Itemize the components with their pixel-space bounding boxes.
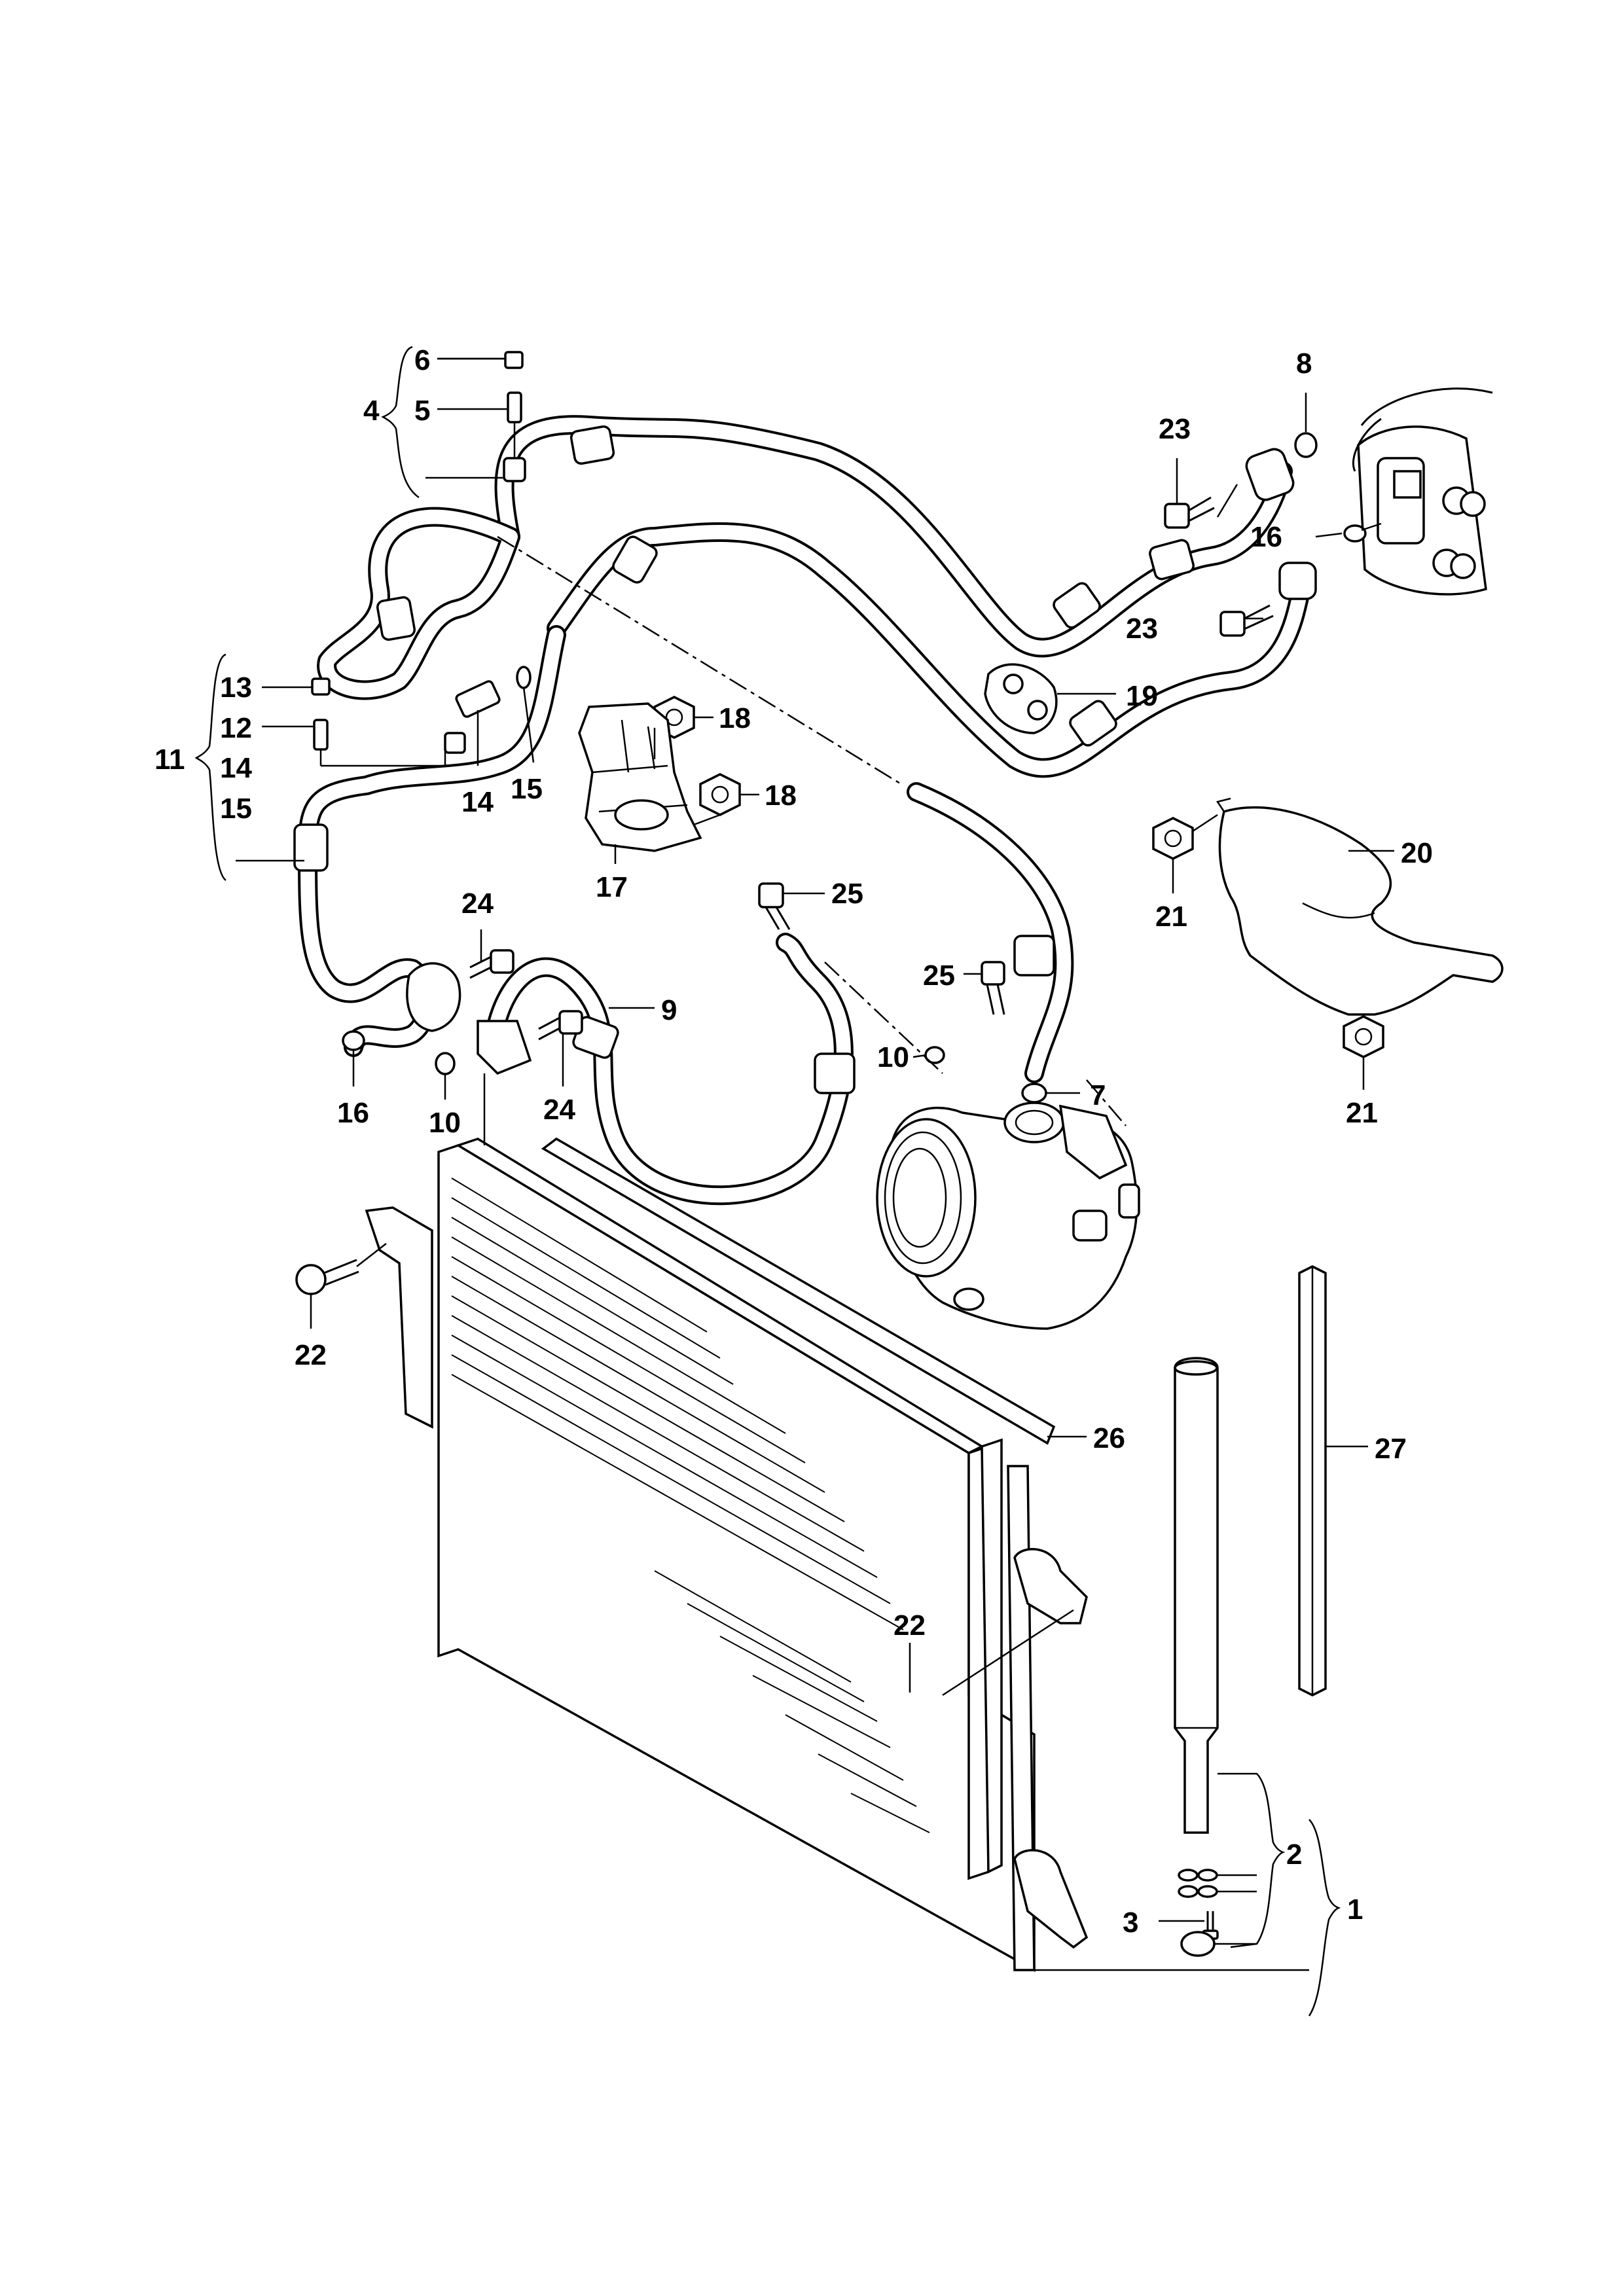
callout-20: 20 — [1401, 837, 1433, 869]
callout-10b: 10 — [877, 1041, 909, 1073]
callout-12: 12 — [220, 712, 252, 744]
callout-22b: 22 — [893, 1609, 926, 1641]
condenser — [365, 1138, 1089, 1972]
leader-lines — [194, 346, 1394, 2017]
callout-16b: 16 — [1250, 521, 1282, 553]
callout-7: 7 — [1090, 1079, 1106, 1111]
centerlines — [497, 535, 1127, 1126]
callout-27: 27 — [1375, 1433, 1407, 1465]
callout-15b: 15 — [220, 793, 252, 825]
compressor — [876, 1102, 1140, 1330]
callout-21b: 21 — [1346, 1097, 1378, 1129]
refrigerant-hoses — [293, 415, 1312, 1206]
callout-19: 19 — [1126, 680, 1158, 712]
callout-1: 1 — [1347, 1893, 1363, 1926]
callout-18b: 18 — [765, 780, 797, 812]
callout-10a: 10 — [429, 1107, 461, 1139]
callout-23b: 23 — [1126, 613, 1158, 645]
nuts — [653, 696, 1384, 1058]
fittings — [311, 351, 1367, 1103]
callout-9: 9 — [661, 994, 677, 1026]
callout-8: 8 — [1296, 348, 1312, 380]
callout-25b: 25 — [923, 960, 955, 992]
callout-6: 6 — [414, 344, 430, 376]
evaporator-connection-block — [1352, 387, 1493, 596]
callout-14b: 14 — [220, 752, 252, 784]
callout-25a: 25 — [831, 878, 863, 910]
callout-22a: 22 — [295, 1339, 327, 1371]
bolts — [295, 496, 1274, 1940]
callout-21a: 21 — [1155, 901, 1187, 933]
callout-14a: 14 — [461, 786, 494, 818]
callout-26: 26 — [1093, 1422, 1125, 1454]
pipe-bracket — [578, 702, 702, 852]
heat-shield — [1216, 797, 1504, 1016]
receiver-dryer — [1174, 1357, 1219, 1957]
callout-labels: 6 5 4 8 23 16 23 19 13 12 11 14 15 14 15… — [154, 344, 1433, 1939]
seal-strip-27 — [1298, 1265, 1327, 1696]
seal-strip-26 — [541, 1137, 1056, 1445]
callout-16a: 16 — [337, 1097, 369, 1129]
callout-23a: 23 — [1159, 413, 1191, 445]
callout-17: 17 — [596, 871, 628, 903]
callout-24a: 24 — [461, 888, 494, 920]
condenser-fins — [451, 1177, 930, 1833]
callout-4: 4 — [363, 395, 380, 427]
callout-2: 2 — [1286, 1839, 1302, 1871]
callout-18a: 18 — [719, 702, 751, 734]
callout-15a: 15 — [511, 773, 543, 805]
callout-11: 11 — [154, 744, 185, 776]
callout-3: 3 — [1123, 1907, 1138, 1939]
callout-24b: 24 — [543, 1094, 575, 1126]
callout-5: 5 — [414, 395, 430, 427]
callout-13: 13 — [220, 672, 252, 704]
